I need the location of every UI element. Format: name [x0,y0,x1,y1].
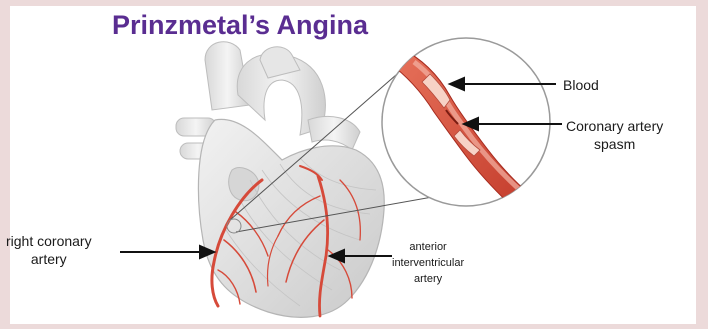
heart-body [198,119,384,317]
label-right-coronary-artery: right coronary artery [6,232,92,268]
label-rca-line-1: right coronary [6,232,92,250]
label-anterior-interventricular-artery: anterior interventricular artery [392,239,464,287]
diagram-title: Prinzmetal’s Angina [112,10,368,41]
magnified-artery-view [382,38,550,214]
label-spasm-line-2: spasm [566,135,663,153]
label-spasm-line-1: Coronary artery [566,117,663,135]
label-coronary-artery-spasm: Coronary artery spasm [566,117,663,153]
label-aia-line-2: interventricular [392,255,464,271]
label-aia-line-1: anterior [392,239,464,255]
label-blood: Blood [563,77,599,93]
label-aia-line-3: artery [392,271,464,287]
label-rca-line-2: artery [6,250,92,268]
label-blood-text: Blood [563,77,599,93]
